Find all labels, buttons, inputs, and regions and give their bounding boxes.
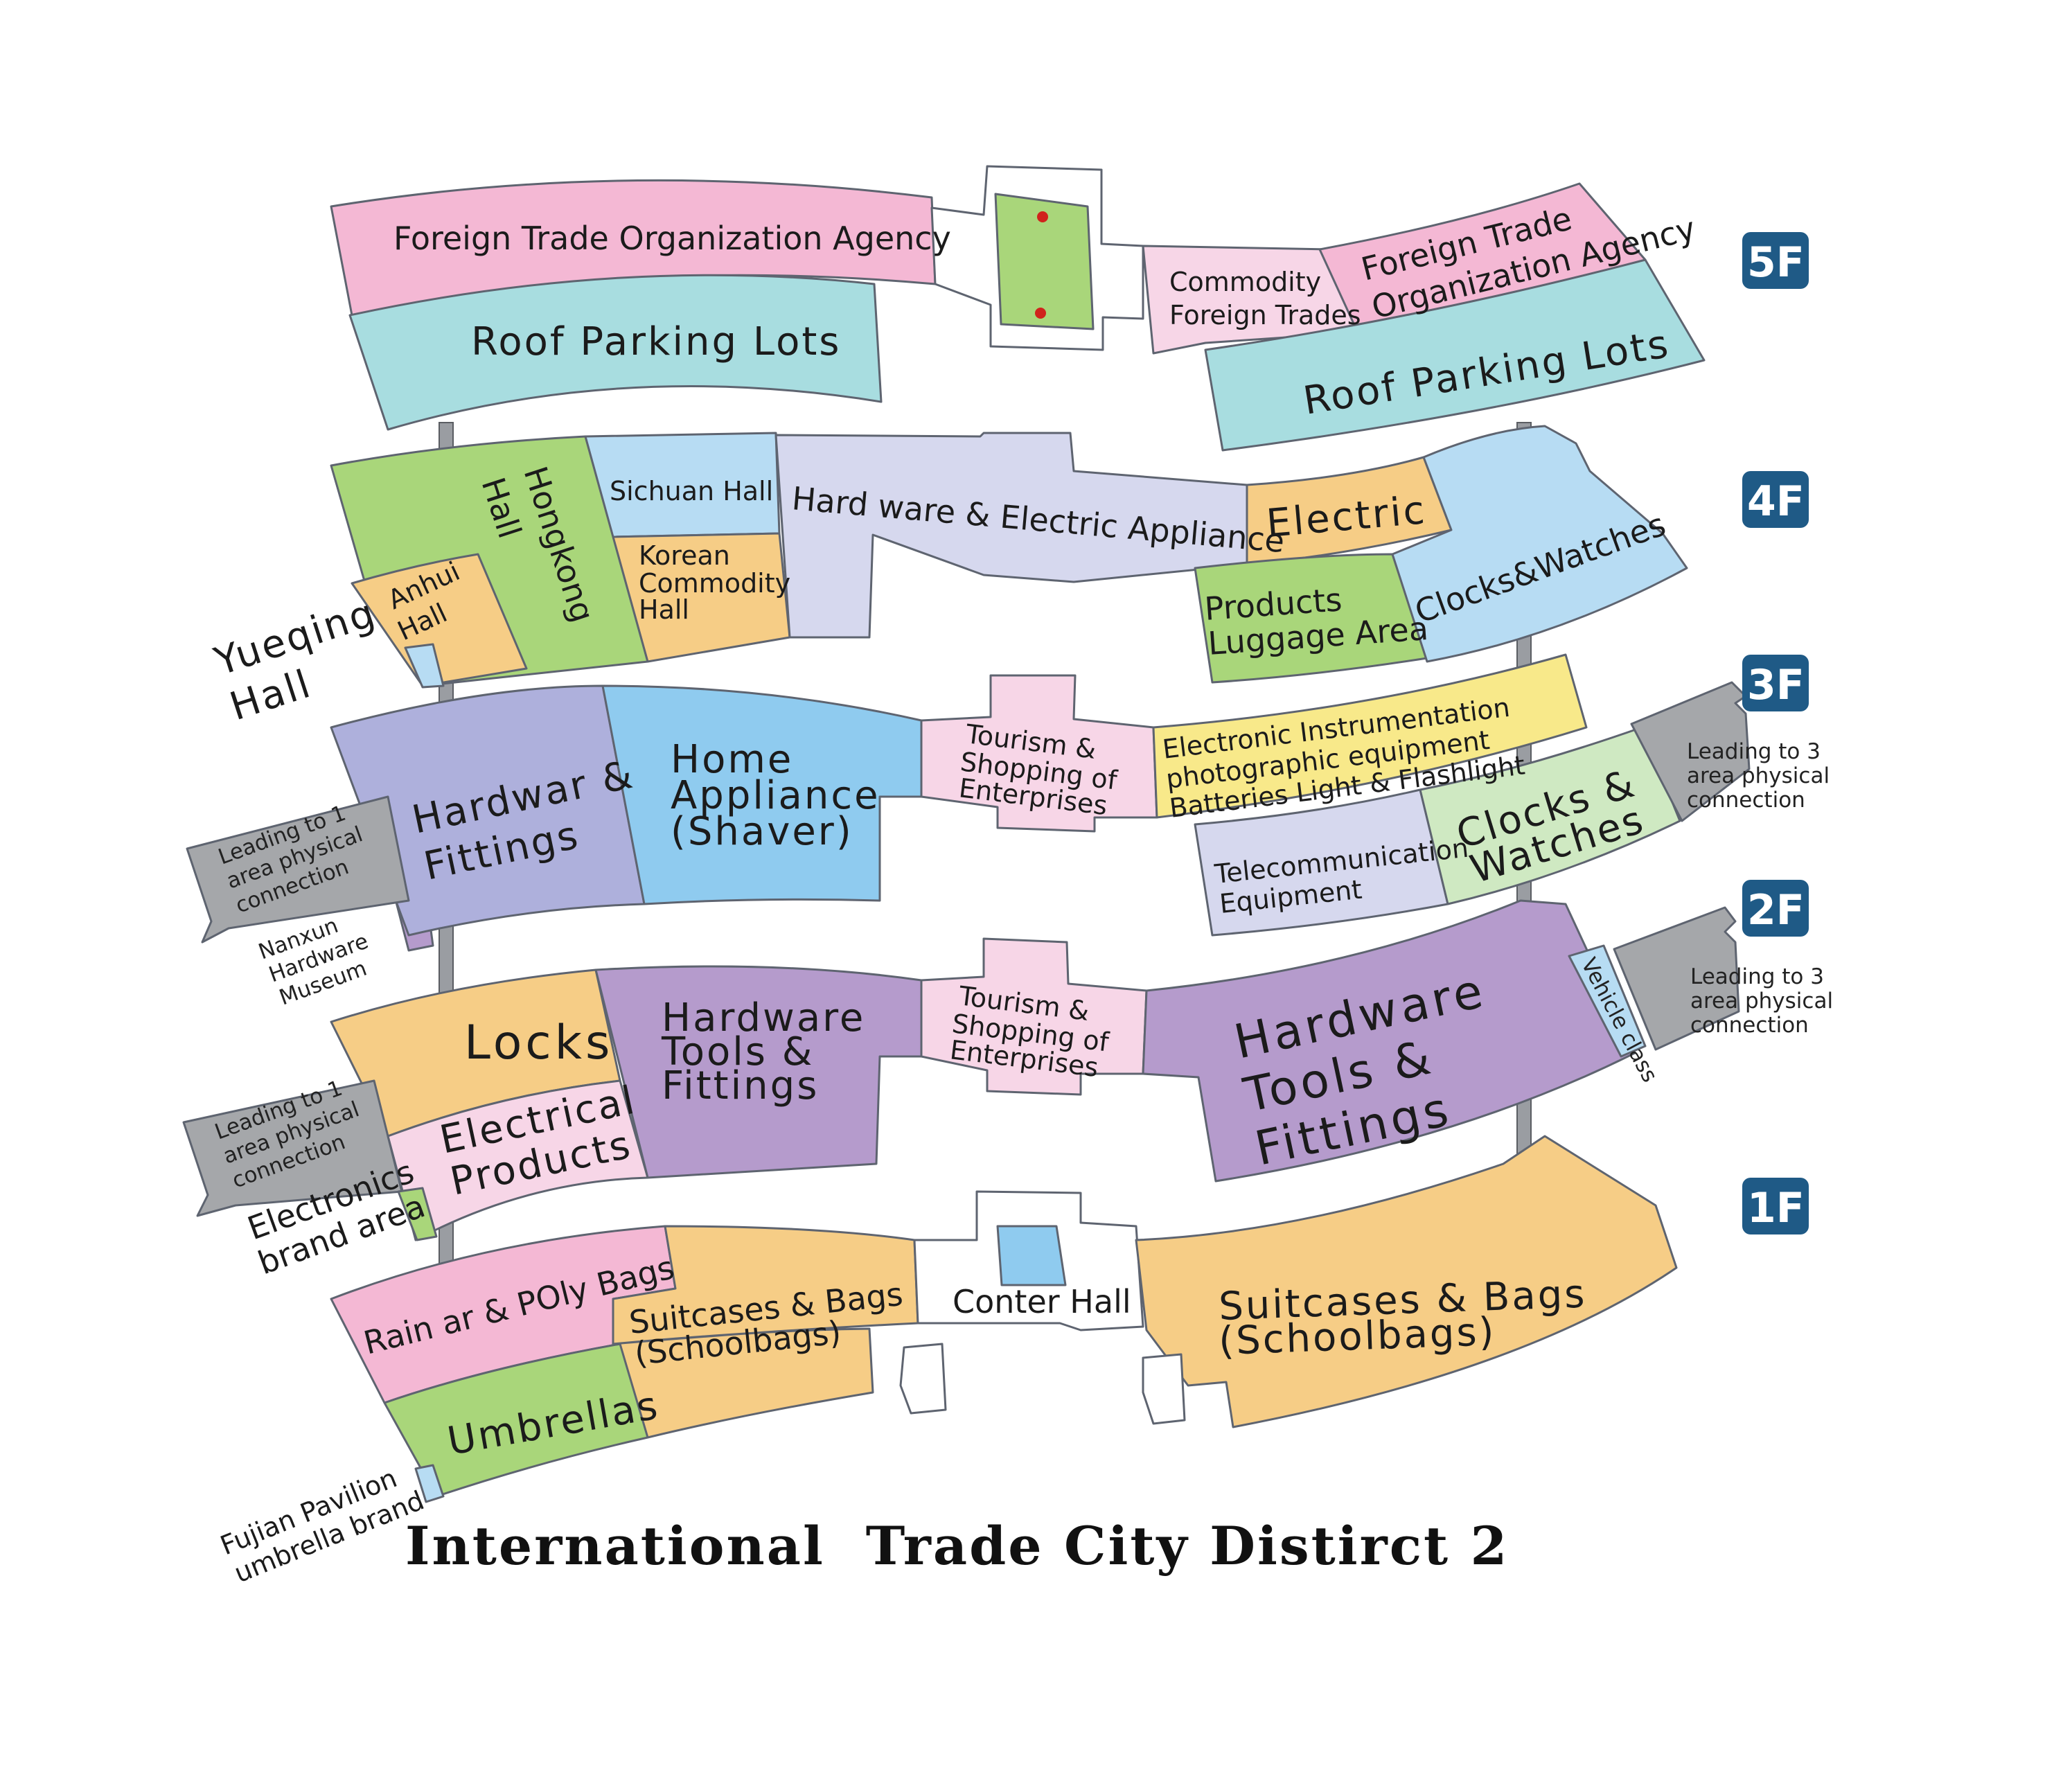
zone-suitcases-right[interactable]: [1135, 1135, 1678, 1428]
label-home: Home: [671, 737, 793, 782]
page-title: International Trade City Distirct 2: [405, 1515, 1509, 1577]
floor-3f: Hardwar & Fittings Home Appliance (Shave…: [186, 653, 1830, 1011]
label-roof-parking-left: Roof Parking Lots: [471, 319, 841, 364]
label-appliance: Appliance: [671, 773, 880, 818]
label-commodity: Commodity: [1169, 267, 1321, 297]
floor-badge-3f[interactable]: 3F: [1742, 655, 1809, 711]
label-leading-right-2f-2: area physical: [1690, 989, 1833, 1014]
label-leading-right-3f-1: Leading to 3: [1687, 739, 1821, 764]
floor-badge-4f[interactable]: 4F: [1742, 471, 1809, 528]
label-suitcases-right-2: (Schoolbags): [1218, 1309, 1496, 1364]
zone-tourism-2f[interactable]: [920, 937, 1148, 1096]
zone-leading-right-3f[interactable]: [1630, 681, 1751, 822]
zone-leading-right-2f[interactable]: [1613, 906, 1740, 1051]
label-shaver: (Shaver): [671, 809, 853, 854]
zone-yueqing-link[interactable]: [404, 643, 445, 689]
zone-vehicle-class[interactable]: [1568, 944, 1647, 1058]
label-tools-left-1: Hardware: [662, 995, 865, 1041]
floor-badge-2f[interactable]: 2F: [1742, 880, 1809, 937]
label-leading-right-2f-3: connection: [1690, 1013, 1809, 1038]
svg-text:3F: 3F: [1747, 661, 1805, 709]
zone-electronics-strip[interactable]: [397, 1187, 438, 1241]
zone-umbrellas[interactable]: [383, 1343, 649, 1498]
label-leading-right-2f-1: Leading to 3: [1690, 964, 1824, 989]
label-foreign-trades: Foreign Trades: [1169, 300, 1361, 330]
label-tools-left-2: Tools &: [661, 1029, 814, 1074]
zone-roof-parking-right[interactable]: [1204, 258, 1706, 452]
label-leading-right-3f-3: connection: [1687, 788, 1805, 813]
floor-2f: Locks Electrical Products Hardware Tools…: [182, 899, 1833, 1282]
zone-clocks-4f[interactable]: [1391, 425, 1688, 663]
zone-leading-left-2f[interactable]: [182, 1079, 403, 1217]
svg-text:5F: 5F: [1747, 238, 1805, 287]
zone-tourism-3f[interactable]: [920, 674, 1158, 833]
zone-anhui-hall[interactable]: [351, 553, 528, 687]
marker-dot: [1037, 211, 1048, 222]
label-korean-commodity: Commodity: [639, 568, 790, 599]
label-foreign-trade-left: Foreign Trade Organization Agency: [393, 220, 951, 257]
floor-badge-5f[interactable]: 5F: [1742, 232, 1809, 289]
zone-center-hall-blue[interactable]: [996, 1225, 1067, 1286]
marker-dot: [1035, 308, 1046, 319]
floor-5f: Foreign Trade Organization Agency Roof P…: [330, 165, 1706, 452]
zone-roof-parking-left[interactable]: [348, 274, 883, 431]
floor-4f: Hongkong Hall Sichuan Hall Anhui Hall Ko…: [209, 425, 1688, 729]
label-center-hall: Conter Hall: [953, 1283, 1131, 1320]
svg-text:1F: 1F: [1747, 1184, 1805, 1232]
zone-clocks-3f[interactable]: [1419, 726, 1681, 905]
zone-leading-left-3f[interactable]: [186, 795, 410, 944]
zone-tools-right-2f[interactable]: [1142, 899, 1636, 1183]
svg-text:2F: 2F: [1747, 886, 1805, 935]
svg-text:4F: 4F: [1747, 477, 1805, 526]
label-sichuan-hall: Sichuan Hall: [610, 476, 773, 506]
label-korean-hall: Hall: [639, 594, 689, 625]
floor-badge-1f[interactable]: 1F: [1742, 1178, 1809, 1234]
zone-suitcases-left[interactable]: [612, 1225, 919, 1439]
zone-atrium-green[interactable]: [994, 193, 1095, 330]
label-locks: Locks: [464, 1016, 614, 1070]
zone-electronic-instrumentation[interactable]: [1152, 653, 1588, 819]
zone-stair-right[interactable]: [1142, 1353, 1186, 1425]
label-leading-right-3f-2: area physical: [1687, 763, 1830, 788]
label-korean: Korean: [639, 540, 730, 571]
label-tools-left-3: Fittings: [662, 1063, 819, 1108]
zone-stair-left[interactable]: [899, 1343, 947, 1415]
zone-fujian-strip[interactable]: [414, 1464, 445, 1503]
